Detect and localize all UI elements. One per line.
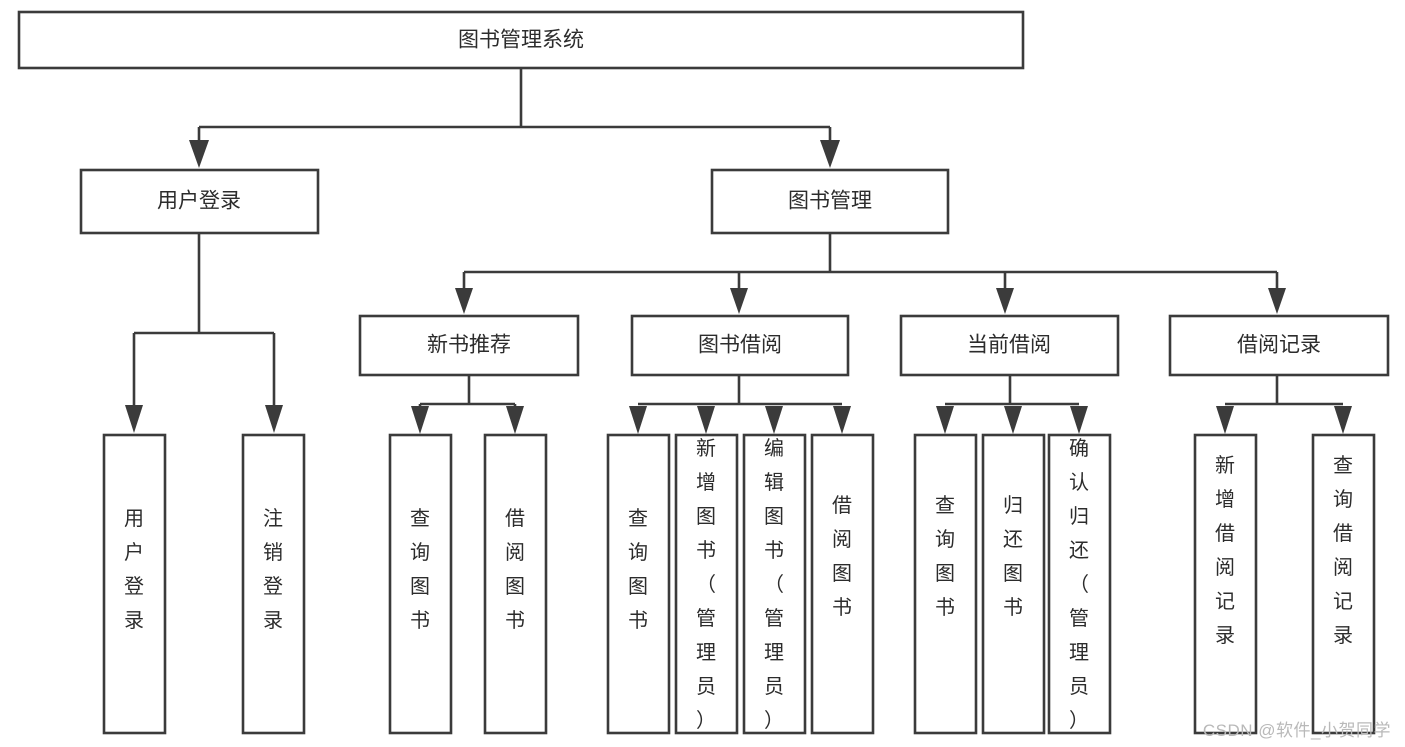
arrow-leaf-borrow-book-1 — [506, 406, 524, 434]
leaf-borrow-book-2-label: 借阅图书 — [832, 494, 852, 619]
node-root-box[interactable] — [17, 10, 1025, 70]
arrow-to-user-login — [189, 140, 209, 168]
leaf-borrow-book-1-label: 借阅图书 — [505, 507, 525, 632]
leaf-user-login[interactable]: 用户登录 — [102, 433, 167, 735]
node-new-book-recommend[interactable]: 新书推荐 — [358, 314, 580, 377]
node-user-login-label: 用户登录 — [157, 190, 241, 213]
leaf-add-record-box[interactable] — [1193, 433, 1258, 735]
node-new-book-recommend-label: 新书推荐 — [427, 334, 511, 357]
node-current-borrow-box[interactable] — [899, 314, 1120, 377]
leaf-query-book-2[interactable]: 查询图书 — [606, 433, 671, 735]
leaf-user-login-box[interactable] — [102, 433, 167, 735]
leaf-query-record-box[interactable] — [1311, 433, 1376, 735]
arrow-leaf-query-book-2 — [629, 406, 647, 434]
leaf-borrow-book-2[interactable]: 借阅图书 — [810, 433, 875, 735]
connector-layer — [125, 68, 1352, 434]
arrow-leaf-return-book — [1004, 406, 1022, 434]
leaf-query-record[interactable]: 查询借阅记录 — [1311, 433, 1376, 735]
arrow-leaf-confirm-return — [1070, 406, 1088, 434]
node-book-borrow-label: 图书借阅 — [698, 334, 782, 357]
node-borrow-record-label: 借阅记录 — [1237, 334, 1321, 357]
node-new-book-recommend-box[interactable] — [358, 314, 580, 377]
node-book-management-box[interactable] — [710, 168, 950, 235]
arrow-leaf-query-book-1 — [411, 406, 429, 434]
leaf-confirm-return[interactable]: 确认归还（管理员） — [1047, 433, 1112, 735]
arrow-leaf-edit-book — [765, 406, 783, 434]
leaf-query-book-1-box[interactable] — [388, 433, 453, 735]
arrow-to-current-borrow — [996, 288, 1014, 314]
leaf-query-book-3-box[interactable] — [913, 433, 978, 735]
leaf-query-record-label: 查询借阅记录 — [1333, 454, 1353, 647]
leaf-add-record[interactable]: 新增借阅记录 — [1193, 433, 1258, 735]
leaf-borrow-book-2-box[interactable] — [810, 433, 875, 735]
arrow-to-book-management — [820, 140, 840, 168]
node-user-login-box[interactable] — [79, 168, 320, 235]
leaf-confirm-return-label: 确认归还（管理员） — [1069, 437, 1089, 732]
arrow-leaf-borrow-book-2 — [833, 406, 851, 434]
leaf-query-book-3[interactable]: 查询图书 — [913, 433, 978, 735]
leaf-logout-label: 注销登录 — [263, 507, 283, 632]
leaf-return-book-label: 归还图书 — [1003, 494, 1023, 619]
arrow-to-book-borrow — [730, 288, 748, 314]
node-book-borrow[interactable]: 图书借阅 — [630, 314, 850, 377]
leaf-user-login-label: 用户登录 — [124, 508, 144, 632]
leaf-query-book-1-label: 查询图书 — [410, 507, 430, 632]
leaf-logout[interactable]: 注销登录 — [241, 433, 306, 735]
node-root-label: 图书管理系统 — [458, 29, 584, 52]
arrow-leaf-logout — [265, 405, 283, 433]
node-borrow-record-box[interactable] — [1168, 314, 1390, 377]
leaf-query-book-2-box[interactable] — [606, 433, 671, 735]
arrow-leaf-query-record — [1334, 406, 1352, 434]
leaf-add-record-label: 新增借阅记录 — [1215, 454, 1235, 647]
node-root[interactable]: 图书管理系统 — [17, 10, 1025, 70]
leaf-borrow-book-1-box[interactable] — [483, 433, 548, 735]
leaf-borrow-book-1[interactable]: 借阅图书 — [483, 433, 548, 735]
leaf-query-book-2-label: 查询图书 — [628, 507, 648, 632]
arrow-leaf-add-record — [1216, 406, 1234, 434]
leaf-add-book[interactable]: 新增图书（管理员） — [674, 433, 739, 735]
leaf-add-book-label: 新增图书（管理员） — [696, 437, 716, 732]
arrow-to-borrow-record — [1268, 288, 1286, 314]
leaf-edit-book-box[interactable] — [742, 433, 807, 735]
node-user-login[interactable]: 用户登录 — [79, 168, 320, 235]
node-current-borrow-label: 当前借阅 — [967, 334, 1051, 357]
node-book-management-label: 图书管理 — [788, 190, 872, 213]
leaf-edit-book[interactable]: 编辑图书（管理员） — [742, 433, 807, 735]
leaf-confirm-return-box[interactable] — [1047, 433, 1112, 735]
node-book-management[interactable]: 图书管理 — [710, 168, 950, 235]
arrow-to-new-book — [455, 288, 473, 314]
node-book-borrow-box[interactable] — [630, 314, 850, 377]
arrow-leaf-query-book-3 — [936, 406, 954, 434]
node-current-borrow[interactable]: 当前借阅 — [899, 314, 1120, 377]
leaf-return-book-box[interactable] — [981, 433, 1046, 735]
leaf-query-book-1[interactable]: 查询图书 — [388, 433, 453, 735]
arrow-leaf-user-login — [125, 405, 143, 433]
leaf-return-book[interactable]: 归还图书 — [981, 433, 1046, 735]
arrow-leaf-add-book — [697, 406, 715, 434]
node-borrow-record[interactable]: 借阅记录 — [1168, 314, 1390, 377]
leaf-logout-box[interactable] — [241, 433, 306, 735]
leaf-add-book-box[interactable] — [674, 433, 739, 735]
leaf-query-book-3-label: 查询图书 — [935, 494, 955, 619]
leaf-edit-book-label: 编辑图书（管理员） — [764, 437, 784, 732]
